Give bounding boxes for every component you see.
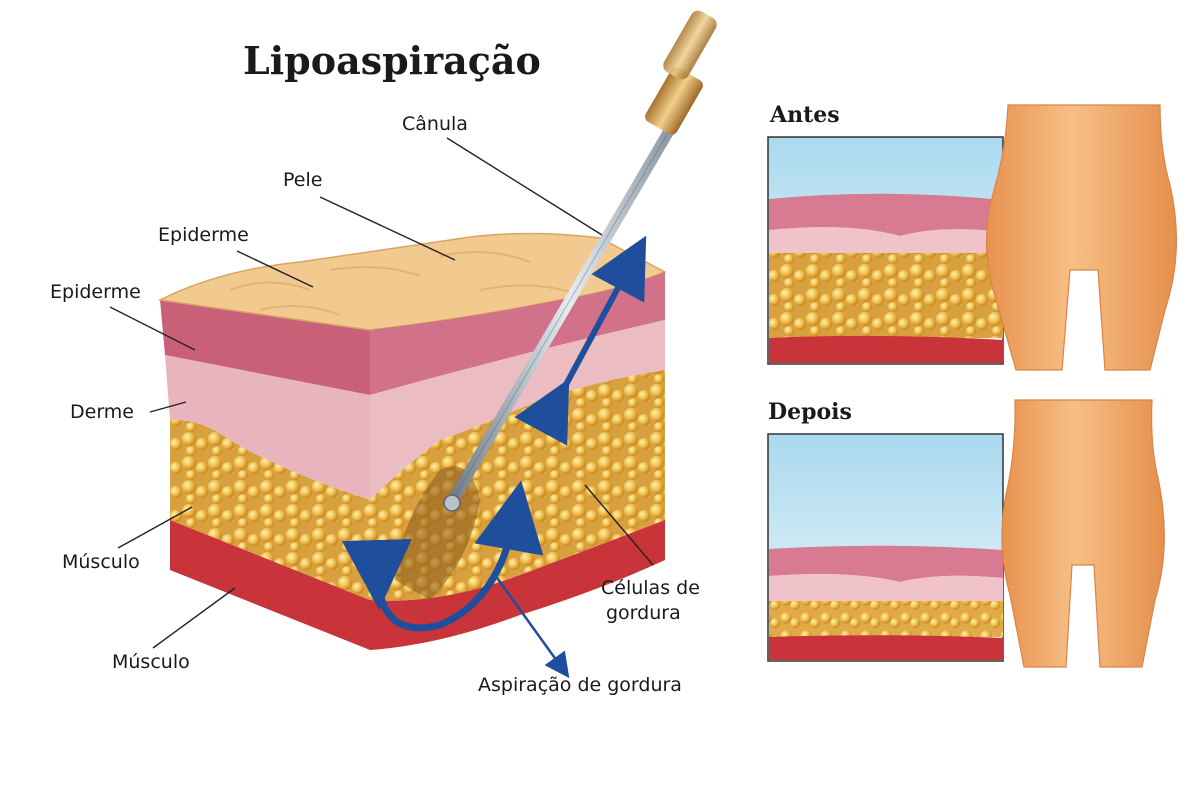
muscle-front [170, 520, 370, 650]
leader-derme [149, 401, 187, 413]
after-dermis [769, 574, 1003, 601]
motion-arrows [341, 235, 647, 679]
after-panel: Depois [767, 399, 1165, 668]
leader-musculo-lower [152, 587, 236, 649]
label-canula: Cânula [402, 113, 468, 135]
skin-block [157, 232, 667, 650]
skin-texture [229, 251, 571, 316]
leader-epiderme-top [236, 250, 314, 288]
label-epiderme-top: Epiderme [158, 224, 249, 246]
label-pele: Pele [283, 169, 322, 191]
back-forth-arrow-icon [514, 235, 647, 446]
before-title: Antes [769, 102, 840, 128]
fat-front [170, 419, 370, 600]
cannula-handle [645, 67, 703, 135]
leader-pele [319, 196, 456, 261]
before-muscle [769, 335, 1003, 363]
label-derme: Derme [70, 401, 134, 423]
label-musculo-lower: Músculo [112, 651, 190, 673]
before-dermis [769, 227, 1003, 253]
cannula-grip [663, 10, 717, 80]
before-panel: Antes [767, 102, 1178, 371]
labels: Cânula Pele Epiderme Epiderme Derme Músc… [50, 113, 700, 696]
leader-epiderme-left [109, 306, 196, 351]
before-epidermis [769, 193, 1003, 236]
label-celulas-line1: Células de [601, 577, 700, 599]
after-epidermis [769, 545, 1003, 582]
after-body-figure [1001, 399, 1165, 668]
before-body-figure [985, 104, 1178, 371]
before-fat-layer [769, 253, 1003, 338]
dermis-front [165, 355, 370, 500]
label-musculo-upper: Músculo [62, 551, 140, 573]
after-muscle [769, 635, 1003, 660]
label-epiderme-left: Epiderme [50, 281, 141, 303]
after-fat-layer [769, 601, 1003, 637]
label-aspiracao: Aspiração de gordura [478, 674, 682, 696]
leader-celulas [584, 484, 654, 566]
aspiration-arrow-icon [493, 574, 570, 679]
diagram-title: Lipoaspiração [243, 38, 541, 83]
circular-motion-arrow-icon [341, 480, 544, 632]
leader-canula [446, 137, 603, 236]
after-title: Depois [768, 399, 852, 425]
label-celulas-line2: gordura [606, 602, 681, 624]
epidermis-front [160, 300, 370, 395]
leader-musculo-upper [117, 506, 193, 549]
